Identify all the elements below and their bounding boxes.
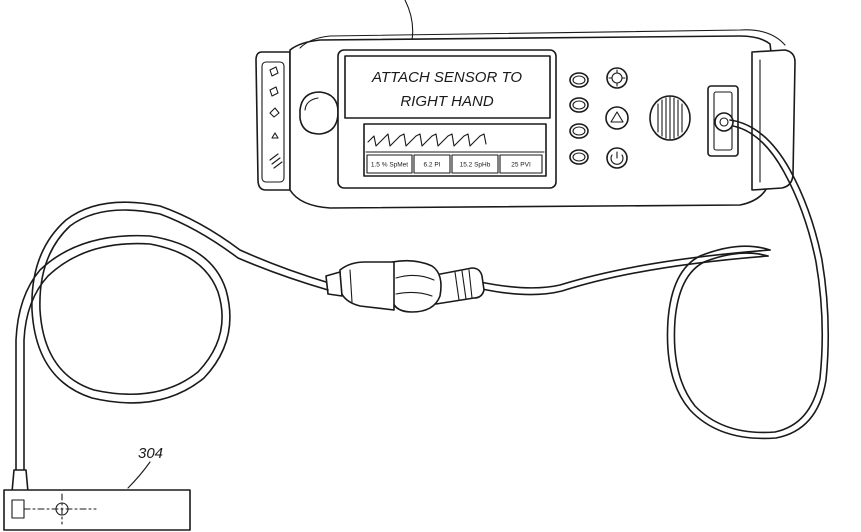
param-sphb: 15.2 SpHb	[460, 162, 491, 169]
param-pi: 6.2 PI	[424, 162, 441, 169]
alarm-silence-button[interactable]	[606, 107, 628, 129]
param-spmet: 1.5 % SpMet	[371, 162, 408, 169]
reference-304-leader	[128, 462, 150, 488]
patient-monitor: ATTACH SENSOR TO RIGHT HAND 1.5 % SpMet …	[256, 30, 795, 208]
reference-numeral-304: 304	[138, 445, 163, 462]
speaker-grille	[650, 96, 690, 140]
message-line-1: ATTACH SENSOR TO	[371, 69, 522, 86]
inline-connector	[326, 261, 484, 312]
side-knob	[300, 92, 338, 134]
sensor-304	[4, 470, 190, 530]
cable-loop-segment	[16, 202, 326, 470]
message-line-2: RIGHT HAND	[400, 93, 494, 110]
param-pvi: 25 PVI	[511, 162, 531, 169]
function-buttons[interactable]	[606, 68, 628, 168]
monitor-left-cap	[256, 52, 290, 190]
sensor-strain-relief	[12, 470, 28, 492]
sensor-body	[4, 490, 190, 530]
